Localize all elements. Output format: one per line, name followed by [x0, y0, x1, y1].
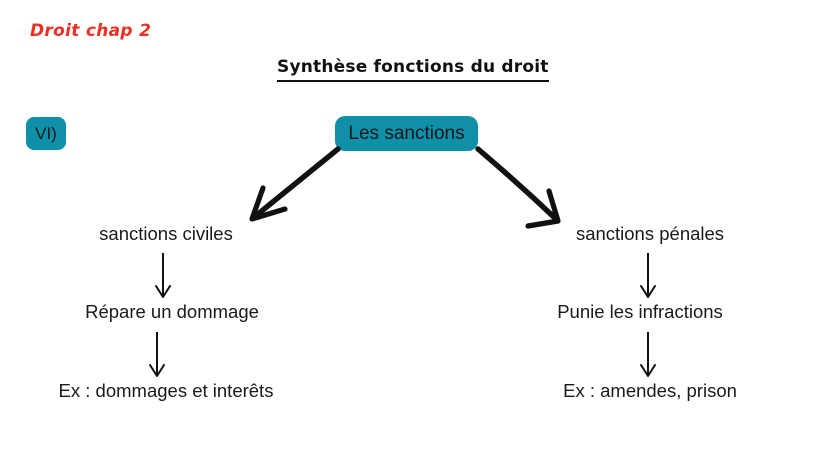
node-left-heading: sanctions civiles: [99, 223, 233, 244]
root-node-les-sanctions: Les sanctions: [335, 116, 478, 151]
node-right-example: Ex : amendes, prison: [563, 380, 737, 401]
node-left-effect: Répare un dommage: [85, 301, 259, 322]
arrow-root-to-left-branch: [249, 146, 341, 222]
arrow-left-heading-to-effect: [155, 253, 171, 298]
arrow-root-to-right-branch: [475, 146, 561, 229]
arrow-left-effect-to-example: [149, 332, 165, 377]
node-right-heading: sanctions pénales: [575, 223, 725, 244]
node-right-effect: Punie les infractions: [557, 301, 723, 322]
arrow-right-heading-to-effect: [640, 253, 656, 298]
chapter-label: Droit chap 2: [30, 21, 152, 41]
page-title: Synthèse fonctions du droit: [277, 57, 549, 82]
arrow-right-effect-to-example: [640, 332, 656, 377]
section-number-badge: VI): [26, 117, 66, 150]
node-left-example: Ex : dommages et interêts: [58, 380, 274, 401]
